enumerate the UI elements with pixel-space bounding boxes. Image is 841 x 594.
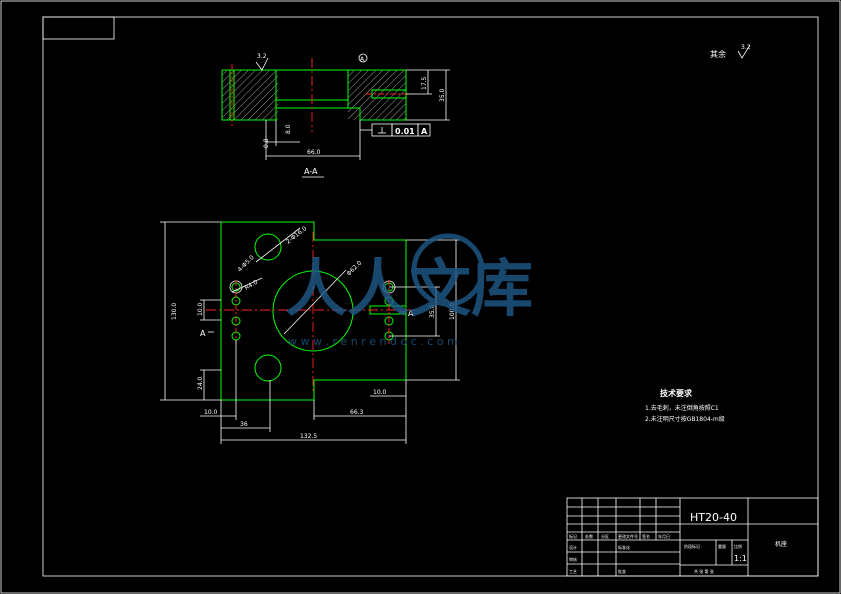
- dim-c35: 35.0: [429, 304, 436, 318]
- dim-depth-inner: 17.5: [421, 76, 428, 90]
- section-hatch-right: [348, 70, 406, 120]
- tech-item-1: 1.去毛刺，未注倒角按照C1: [645, 404, 719, 412]
- section-outline: [221, 69, 407, 121]
- plan-view: Φ62.0 2-Φ16.0 4-Φ5.0 R4.0 A A 130.0 10.0…: [160, 221, 460, 444]
- section-marker-circle: [358, 53, 368, 63]
- tolerance-box-datum: [417, 123, 431, 137]
- dim-depth-total: 35.0: [439, 88, 446, 102]
- dim-hole-small: 4-Φ5.0: [236, 254, 255, 273]
- section-view: 3.2 A 17.5 35.0 66.0 8.0 0.8 0.01 A A-A: [221, 53, 450, 178]
- left-label-process: 工艺: [569, 569, 577, 574]
- row-label-4: 更改文件号: [618, 533, 638, 539]
- hole-large-top: [254, 233, 282, 261]
- code-box: [42, 16, 115, 40]
- roughness-value: 3.2: [741, 44, 751, 51]
- dim-hole-large: 2-Φ16.0: [285, 225, 308, 245]
- section-marker: A: [360, 56, 365, 63]
- row-label-5: 签名: [642, 533, 650, 539]
- sheet-label: 共 张 第 张: [694, 568, 714, 574]
- leader-center: [283, 269, 347, 335]
- section-finish-value: 3.2: [257, 53, 267, 60]
- left-label-design: 设计: [569, 544, 577, 550]
- left-label-review: 审核: [569, 556, 577, 562]
- leader-large: [255, 227, 301, 263]
- watermark-ring: [411, 233, 485, 307]
- stage-label: 阶段标记: [684, 543, 700, 549]
- dim-height: 130.0: [171, 303, 178, 320]
- section-title: A-A: [304, 167, 318, 176]
- dim-36: 36: [240, 421, 248, 428]
- material: HT20-40: [690, 511, 737, 524]
- tech-item-2: 2.未注明尺寸按GB1804-m级: [645, 415, 725, 423]
- title-block-frame: [566, 497, 819, 577]
- watermark: 人人文库 w w w . r e n r e n d o c . c o m: [285, 233, 533, 348]
- dim-h10: 10.0: [197, 302, 204, 316]
- hole-large-bottom: [254, 354, 282, 382]
- title-block-grid: [567, 498, 680, 576]
- row-label-3: 分区: [601, 533, 609, 539]
- tech-requirements: 技术要求 1.去毛刺，未注倒角按照C1 2.未注明尺寸按GB1804-m级: [645, 388, 725, 423]
- dim-total: 132.5: [300, 433, 317, 440]
- weight-label: 重量: [718, 543, 726, 549]
- row-label-2: 处数: [585, 533, 593, 539]
- section-hatch-left: [222, 70, 278, 120]
- inner-frame: [42, 16, 819, 577]
- section-finish-symbol: [255, 57, 269, 71]
- dim-bottom: 24.0: [197, 376, 204, 390]
- row-label-6: 年月日: [658, 533, 670, 539]
- roughness-symbol: [737, 44, 751, 59]
- dim-width: 66.0: [307, 149, 321, 156]
- row-label-1: 标记: [569, 533, 577, 539]
- dim-rib: 8.0: [285, 124, 292, 134]
- tolerance-datum: A: [421, 127, 428, 136]
- std-label: 标准化: [618, 544, 630, 550]
- dim-small: 0.8: [263, 138, 270, 148]
- leader-small: [231, 277, 263, 293]
- ratio-label: 比例: [734, 543, 742, 549]
- dim-left10: 10.0: [204, 409, 218, 416]
- arrow-left-label: A: [200, 329, 206, 338]
- roughness-label: 其余: [710, 49, 726, 59]
- scale: 1:1: [734, 554, 747, 563]
- tech-title: 技术要求: [660, 388, 693, 398]
- dim-c100: 100.0: [449, 303, 456, 320]
- approve-label: 批准: [618, 568, 626, 574]
- title-block: 标记 处数 分区 更改文件号 签名 年月日 设计 审核 工艺 标准化 批准 阶段…: [566, 497, 819, 577]
- dim-66: 66.3: [350, 409, 364, 416]
- arrow-right-label: A: [408, 309, 414, 318]
- tolerance-value: 0.01: [395, 127, 415, 136]
- dim-r10: 10.0: [373, 389, 387, 396]
- watermark-url: w w w . r e n r e n d o c . c o m: [288, 335, 458, 348]
- part-name: 机座: [775, 540, 787, 548]
- watermark-text: 人人文库: [285, 252, 533, 325]
